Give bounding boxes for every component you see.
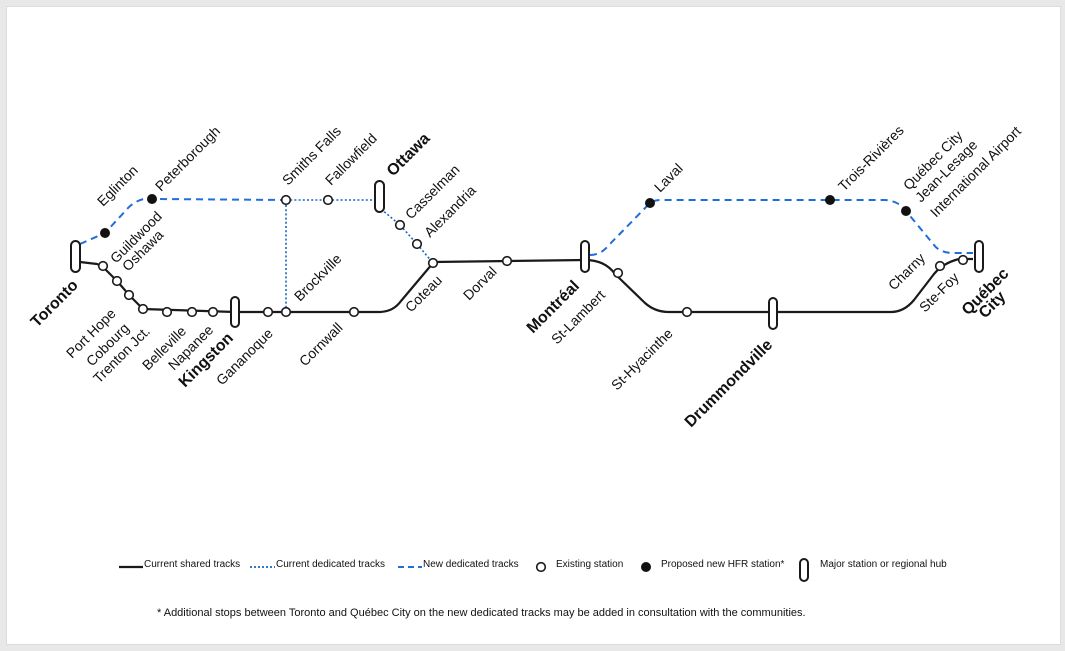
- station-alexandria[interactable]: [411, 238, 423, 250]
- station-smiths-falls[interactable]: [280, 194, 292, 206]
- legend-major-station-icon: [799, 558, 809, 582]
- major-station-drummondville[interactable]: [768, 297, 778, 330]
- map-frame: Toronto Eglinton Guildwood Oshawa Port H…: [6, 6, 1061, 645]
- station-ste-foy[interactable]: [957, 254, 969, 266]
- station-casselman[interactable]: [394, 219, 406, 231]
- label-laval: Laval: [651, 160, 686, 195]
- label-brockville: Brockville: [291, 250, 345, 304]
- legend-shared-label: Current shared tracks: [144, 559, 240, 570]
- proposed-station-eglinton[interactable]: [100, 228, 110, 238]
- label-st-hyacinthe: St-Hyacinthe: [608, 325, 676, 393]
- legend-new-dedicated-label: New dedicated tracks: [423, 559, 519, 570]
- major-station-kingston[interactable]: [230, 296, 240, 328]
- station-brockville[interactable]: [280, 306, 292, 318]
- proposed-stations: [100, 194, 911, 238]
- station-coteau[interactable]: [427, 257, 439, 269]
- station-fallowfield[interactable]: [322, 194, 334, 206]
- station-cornwall[interactable]: [348, 306, 360, 318]
- legend-major-station-label: Major station or regional hub: [820, 559, 947, 570]
- new-track-toronto-peterborough-smiths-falls: [79, 197, 287, 245]
- proposed-station-quebec-airport[interactable]: [901, 206, 911, 216]
- existing-stations: [97, 194, 969, 318]
- major-station-montreal[interactable]: [580, 240, 590, 273]
- legend-proposed-station-label: Proposed new HFR station*: [661, 559, 785, 570]
- proposed-station-laval[interactable]: [645, 198, 655, 208]
- footnote: * Additional stops between Toronto and Q…: [157, 607, 806, 619]
- proposed-station-peterborough[interactable]: [147, 194, 157, 204]
- major-stations: [70, 180, 984, 330]
- rail-network-map: Toronto Eglinton Guildwood Oshawa Port H…: [28, 122, 1024, 619]
- station-oshawa[interactable]: [97, 260, 109, 272]
- legend: Current shared tracks Current dedicated …: [119, 558, 947, 582]
- label-drummondville: Drummondville: [682, 336, 776, 430]
- label-cornwall: Cornwall: [296, 319, 346, 369]
- proposed-station-trois-rivieres[interactable]: [825, 195, 835, 205]
- current-shared-tracks: [79, 257, 973, 314]
- legend-existing-station-icon: [535, 561, 547, 573]
- station-napanee[interactable]: [186, 306, 198, 318]
- new-track-montreal-quebec: [589, 199, 973, 256]
- label-ste-foy: Ste-Foy: [916, 269, 962, 315]
- station-labels: Toronto Eglinton Guildwood Oshawa Port H…: [28, 122, 1024, 431]
- label-eglinton: Eglinton: [94, 162, 141, 209]
- new-dedicated-tracks: [79, 197, 973, 256]
- station-charny[interactable]: [934, 260, 946, 272]
- station-belleville[interactable]: [161, 306, 173, 318]
- major-station-quebec-city[interactable]: [974, 240, 984, 273]
- major-station-toronto[interactable]: [70, 240, 81, 273]
- major-station-ottawa[interactable]: [374, 180, 385, 213]
- station-cobourg[interactable]: [123, 289, 135, 301]
- station-napanee-b[interactable]: [207, 306, 219, 318]
- station-st-lambert[interactable]: [612, 267, 624, 279]
- legend-current-dedicated-label: Current dedicated tracks: [276, 559, 385, 570]
- legend-proposed-station-icon: [641, 562, 651, 572]
- station-trenton-jct[interactable]: [137, 303, 149, 315]
- label-charny: Charny: [885, 250, 928, 293]
- label-dorval: Dorval: [460, 263, 500, 303]
- label-ottawa: Ottawa: [384, 130, 434, 180]
- shared-track-kingston-coteau: [235, 262, 434, 314]
- station-st-hyacinthe[interactable]: [681, 306, 693, 318]
- station-dorval[interactable]: [501, 255, 513, 267]
- station-gananoque[interactable]: [262, 306, 274, 318]
- station-port-hope[interactable]: [111, 275, 123, 287]
- legend-existing-station-label: Existing station: [556, 559, 623, 570]
- label-toronto: Toronto: [28, 277, 82, 331]
- label-trois-rivieres: Trois-Rivières: [835, 122, 907, 194]
- label-peterborough: Peterborough: [152, 123, 223, 194]
